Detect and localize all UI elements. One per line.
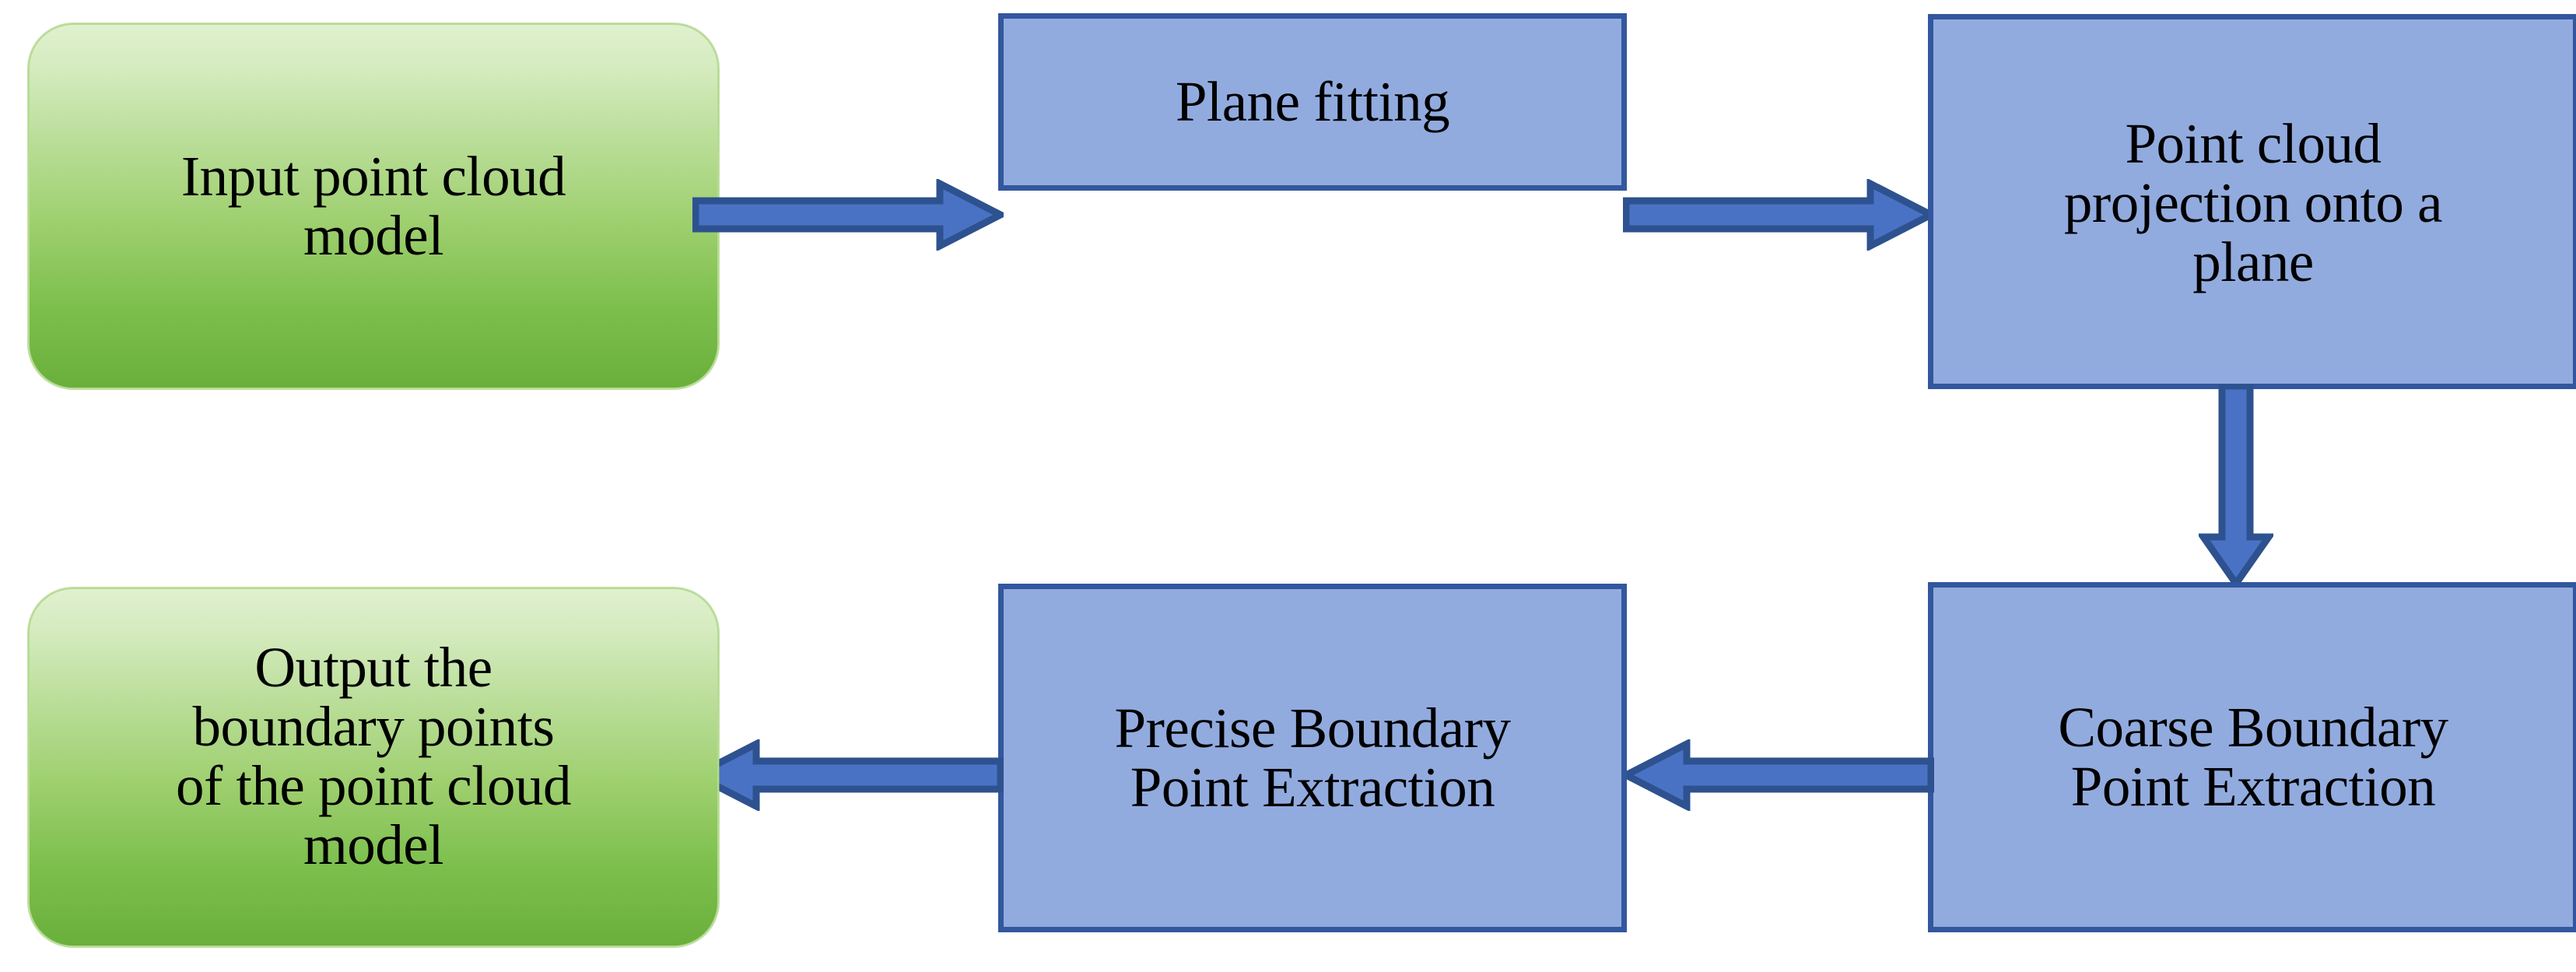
node-coarse-boundary-point-extraction-label: Coarse Boundary Point Extraction: [2058, 696, 2448, 818]
arrow-right-icon: [1623, 179, 1934, 251]
arrow-plane-fitting-to-projection: [1623, 179, 1934, 251]
node-point-cloud-projection-label: Point cloud projection onto a plane: [2063, 112, 2443, 293]
node-output-boundary-points[interactable]: Output the boundary points of the point …: [28, 588, 719, 947]
node-output-boundary-points-label: Output the boundary points of the point …: [176, 636, 572, 876]
node-input-point-cloud-model-label: Input point cloud model: [180, 145, 566, 267]
node-point-cloud-projection[interactable]: Point cloud projection onto a plane: [1928, 14, 2576, 389]
node-coarse-boundary-point-extraction[interactable]: Coarse Boundary Point Extraction: [1928, 582, 2576, 932]
arrow-input-to-plane-fitting: [692, 179, 1004, 251]
node-precise-boundary-point-extraction-label: Precise Boundary Point Extraction: [1114, 697, 1511, 819]
node-input-point-cloud-model[interactable]: Input point cloud model: [28, 23, 719, 389]
node-plane-fitting-label: Plane fitting: [1175, 70, 1450, 134]
arrow-down-icon: [2199, 384, 2273, 587]
arrow-left-icon: [1623, 739, 1934, 811]
arrow-coarse-to-precise-extraction: [1623, 739, 1934, 811]
node-precise-boundary-point-extraction[interactable]: Precise Boundary Point Extraction: [998, 584, 1627, 932]
arrow-projection-to-coarse-extraction: [2199, 384, 2273, 587]
arrow-left-icon: [692, 739, 1004, 811]
arrow-precise-to-output: [692, 739, 1004, 811]
node-plane-fitting[interactable]: Plane fitting: [998, 13, 1627, 191]
arrow-right-icon: [692, 179, 1004, 251]
